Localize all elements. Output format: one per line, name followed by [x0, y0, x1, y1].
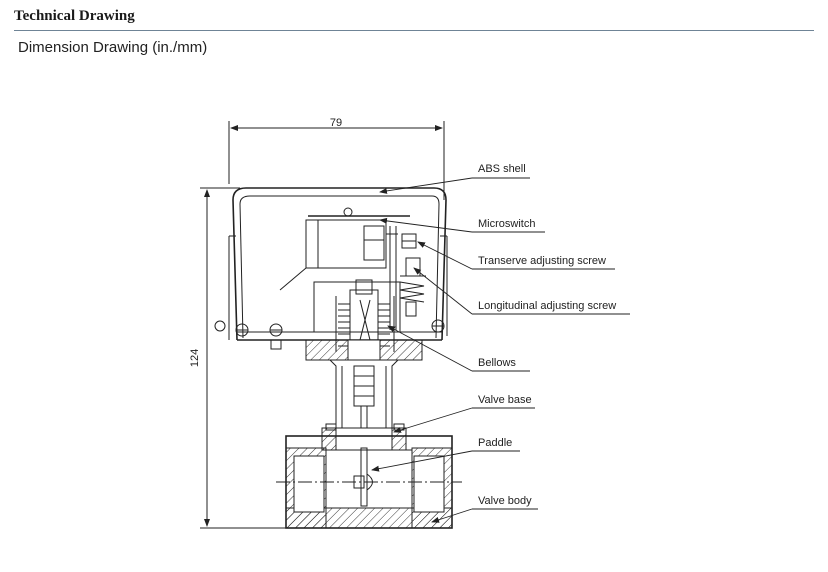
adjusting-screws — [399, 233, 426, 317]
height-dimension-label: 124 — [189, 349, 201, 367]
microswitch — [279, 207, 410, 330]
callout-paddle: Paddle — [478, 437, 512, 449]
section-title: Technical Drawing — [14, 8, 135, 24]
callout-abs-shell: ABS shell — [478, 163, 526, 175]
callout-microswitch: Microswitch — [478, 218, 535, 230]
callout-leaders — [371, 177, 630, 523]
bellows — [305, 279, 423, 361]
drawing-subtitle: Dimension Drawing (in./mm) — [18, 39, 208, 56]
callout-labels: ABS shell Microswitch Transerve adjustin… — [478, 163, 616, 507]
callout-longitudinal-adjusting-screw: Longitudinal adjusting screw — [478, 300, 616, 312]
callout-valve-base: Valve base — [478, 394, 532, 406]
width-dimension-label: 79 — [330, 117, 342, 129]
valve-base — [321, 423, 407, 451]
header-rule — [14, 30, 814, 31]
paddle — [353, 447, 373, 507]
callout-valve-body: Valve body — [478, 495, 532, 507]
valve-body — [276, 435, 462, 529]
callout-transverse-adjusting-screw: Transerve adjusting screw — [478, 255, 606, 267]
height-dimension: 124 — [189, 187, 290, 529]
callout-bellows: Bellows — [478, 357, 516, 369]
width-dimension: 79 — [228, 117, 445, 200]
